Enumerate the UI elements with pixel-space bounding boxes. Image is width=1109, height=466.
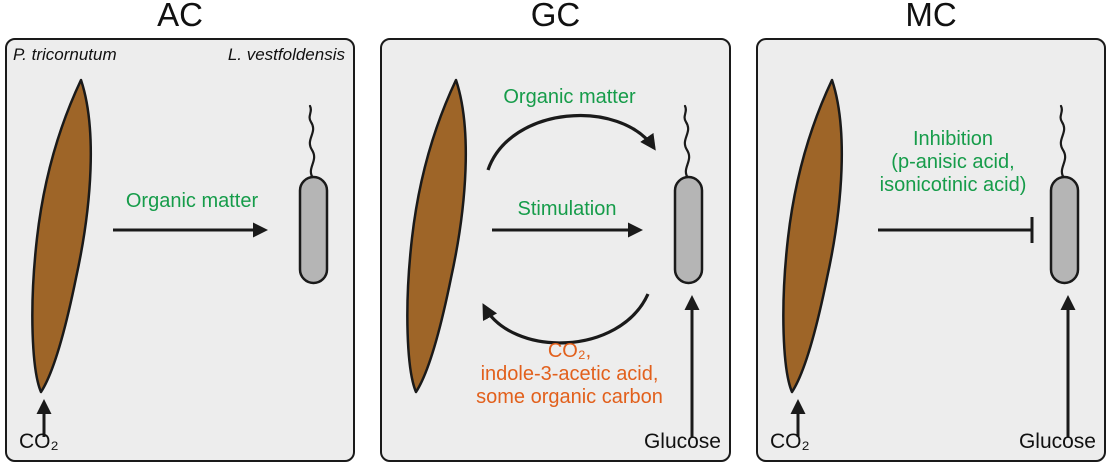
panel-title-mc: MC [905, 0, 957, 33]
diatom-shape [31, 78, 93, 394]
panel-title-ac: AC [157, 0, 203, 33]
panel-mc-graphics [782, 78, 1080, 437]
return-products-label: CO₂, indole-3-acetic acid, some organic … [476, 340, 663, 408]
bacterium-flagellum [308, 104, 316, 180]
bacterium-shape [1049, 175, 1080, 285]
panel-gc-graphics [406, 78, 704, 437]
diatom-shape [782, 78, 844, 394]
bacterium-shape [298, 175, 329, 285]
organic-matter-label: Organic matter [125, 190, 259, 212]
bacterium-shape [673, 175, 704, 285]
organic-matter-curved-arrow [486, 113, 656, 171]
return-curved-arrow [482, 293, 650, 345]
panel-mc: Inhibition (p-anisic acid, isonicotinic … [756, 38, 1106, 462]
co2-label: CO₂ [770, 430, 810, 453]
bacterium-flagellum [683, 104, 691, 180]
glucose-label: Glucose [1018, 430, 1096, 453]
panel-title-gc: GC [530, 0, 581, 33]
panel-ac-graphics [31, 78, 329, 437]
diatom-species-label: P. tricornutum [13, 45, 117, 64]
diatom-shape [406, 78, 468, 394]
bacterium-species-label: L. vestfoldensis [227, 45, 345, 64]
inhibition-label: Inhibition (p-anisic acid, isonicotinic … [879, 128, 1027, 196]
panel-ac: P. tricornutum L. vestfoldensis Organic … [5, 38, 355, 462]
glucose-label: Glucose [643, 430, 721, 453]
panel-gc: Organic matter Stimulation CO₂, indole-3… [380, 38, 731, 462]
co2-label: CO₂ [19, 430, 59, 453]
stimulation-label: Stimulation [517, 198, 617, 220]
organic-matter-label: Organic matter [503, 86, 636, 108]
bacterium-flagellum [1059, 104, 1067, 180]
